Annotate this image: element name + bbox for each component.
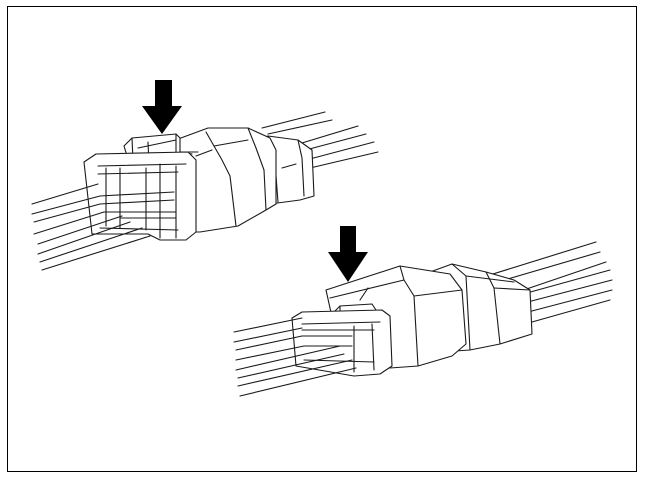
upper-press-arrow-icon — [142, 80, 182, 134]
upper-wires-left — [31, 183, 177, 271]
lower-press-arrow-icon — [328, 226, 368, 282]
lower-front-frame — [291, 309, 393, 377]
upper-wires-right — [261, 111, 379, 169]
upper-connector — [31, 80, 379, 271]
lower-wires-left — [233, 317, 357, 397]
lower-connector — [233, 226, 613, 397]
figure-frame — [7, 6, 637, 472]
